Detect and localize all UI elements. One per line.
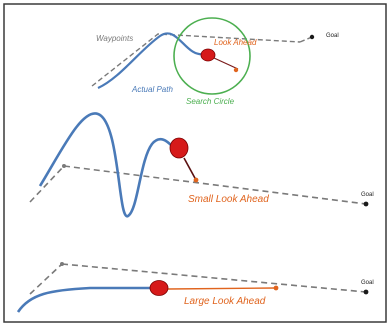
waypoint-line	[91, 33, 301, 87]
waypoints-label: Waypoints	[96, 34, 133, 43]
goal-label: Goal	[326, 33, 339, 39]
actual-path-label: Actual Path	[131, 85, 173, 94]
search-circle	[173, 17, 251, 95]
robot-icon	[200, 48, 216, 62]
look-ahead-line	[167, 287, 277, 290]
goal-point	[309, 34, 315, 40]
panel-search-circle: Goal Waypoints Actual Path Look Ahead Se…	[91, 17, 339, 106]
actual-path	[38, 112, 173, 218]
look-ahead-label: Small Look Ahead	[188, 194, 269, 205]
robot-icon	[149, 280, 169, 296]
actual-path	[97, 32, 206, 90]
goal-label: Goal	[361, 280, 374, 286]
search-circle-label: Search Circle	[186, 97, 235, 106]
robot-heading	[213, 57, 239, 70]
waypoint-line-start	[29, 165, 65, 203]
look-ahead-label: Large Look Ahead	[184, 296, 266, 307]
waypoint-line-start	[29, 263, 63, 295]
actual-path	[16, 286, 152, 313]
waypoint-vertex	[60, 262, 64, 266]
look-ahead-point	[233, 67, 239, 73]
look-ahead-point	[273, 285, 279, 291]
goal-point	[363, 289, 369, 295]
waypoint-line	[63, 165, 367, 205]
look-ahead-label: Look Ahead	[214, 38, 257, 47]
panel-large-look-ahead: Goal Large Look Ahead	[16, 262, 374, 313]
waypoint-line	[61, 263, 367, 293]
goal-point	[363, 201, 369, 207]
goal-label: Goal	[361, 192, 374, 198]
look-ahead-point	[193, 177, 199, 183]
waypoint-vertex	[62, 164, 66, 168]
robot-heading	[183, 157, 197, 181]
robot-icon	[169, 137, 189, 159]
panel-small-look-ahead: Goal Small Look Ahead	[29, 112, 374, 218]
diagram-frame	[3, 3, 387, 323]
